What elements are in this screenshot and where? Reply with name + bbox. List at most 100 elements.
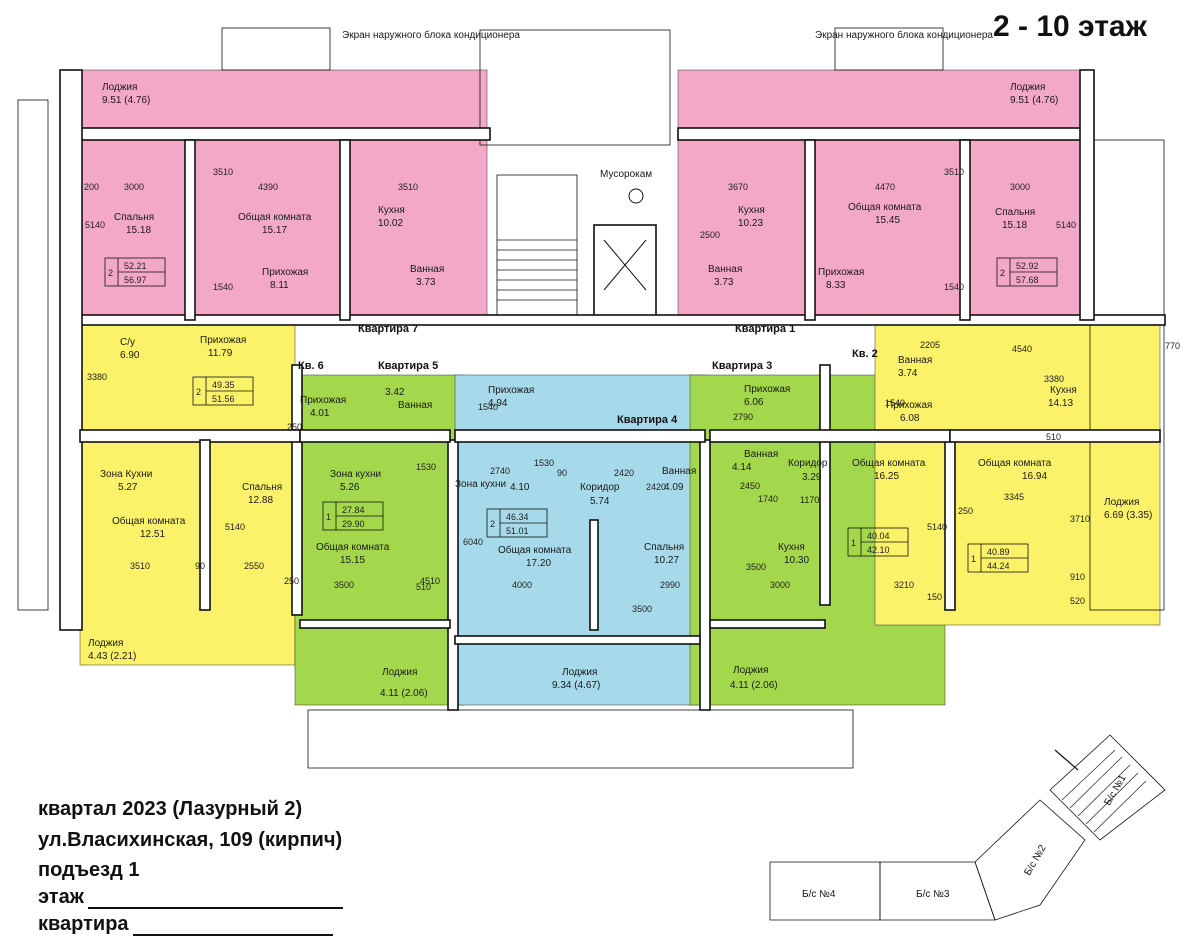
zone-apt2[interactable]: [874, 324, 1161, 626]
room-name: Ванная: [708, 264, 742, 275]
svg-text:3000: 3000: [124, 182, 144, 192]
svg-text:29.90: 29.90: [342, 519, 365, 529]
svg-text:770: 770: [1165, 341, 1180, 351]
room-area: 16.94: [1022, 471, 1047, 482]
room-name: Лоджия: [1104, 497, 1139, 508]
room-area: 10.27: [654, 555, 679, 566]
apartment-label: Квартира 1: [735, 323, 795, 335]
svg-text:51.01: 51.01: [506, 526, 529, 536]
apartment-label: Квартира 3: [712, 360, 772, 372]
room-name: Ванная: [398, 400, 432, 411]
room-name: Прихожая: [300, 395, 346, 406]
zone-apt6[interactable]: [79, 324, 296, 666]
room-area: 11.79: [208, 348, 233, 359]
keyplan-section-2: Б/с №2: [1022, 843, 1048, 878]
svg-text:2790: 2790: [733, 412, 753, 422]
svg-text:2: 2: [108, 268, 113, 278]
apartment-label: Кв. 6: [298, 360, 324, 372]
svg-text:1530: 1530: [534, 458, 554, 468]
svg-text:56.97: 56.97: [124, 275, 147, 285]
room-name: Прихожая: [818, 267, 864, 278]
svg-text:2: 2: [196, 387, 201, 397]
svg-text:44.24: 44.24: [987, 561, 1010, 571]
svg-text:3510: 3510: [398, 182, 418, 192]
room-name: Зона кухни: [455, 479, 506, 490]
room-area: 10.30: [784, 555, 809, 566]
svg-text:2500: 2500: [700, 230, 720, 240]
room-name: Лоджия: [733, 665, 768, 676]
svg-text:5140: 5140: [1056, 220, 1076, 230]
room-area: 15.45: [875, 215, 900, 226]
garbage-chute-label: Мусорокам: [600, 169, 652, 180]
svg-text:2420: 2420: [646, 482, 666, 492]
room-area: 4.11 (2.06): [730, 680, 778, 691]
room-name: Кухня: [378, 205, 405, 216]
room-area: 15.15: [340, 555, 365, 566]
svg-text:3510: 3510: [944, 167, 964, 177]
address-line-2: ул.Власихинская, 109 (кирпич): [38, 829, 343, 851]
room-area: 5.26: [340, 482, 360, 493]
apartment-field[interactable]: квартира: [38, 913, 333, 936]
room-name: Лоджия: [562, 667, 597, 678]
room-name: С/у: [120, 337, 135, 348]
room-name: Спальня: [644, 542, 684, 553]
svg-text:3500: 3500: [334, 580, 354, 590]
room-area: 5.27: [118, 482, 138, 493]
room-area: 4.10: [510, 482, 530, 493]
ac-screen-right-label: Экран наружного блока кондиционера: [815, 29, 993, 41]
room-name: Лоджия: [102, 82, 137, 93]
apartment-zones: [79, 69, 1161, 706]
svg-text:1: 1: [971, 554, 976, 564]
svg-text:2740: 2740: [490, 466, 510, 476]
room-name: Спальня: [995, 207, 1035, 218]
room-name: Кухня: [1050, 385, 1077, 396]
svg-text:3510: 3510: [213, 167, 233, 177]
room-area: 15.17: [262, 225, 287, 236]
apartment-label: Квартира 5: [378, 360, 438, 372]
room-name: Коридор: [580, 482, 620, 493]
room-name: Прихожая: [200, 335, 246, 346]
svg-text:910: 910: [1070, 572, 1085, 582]
apartment-labels: Квартира 7 Квартира 1 Кв. 6 Квартира 5 К…: [104, 257, 1058, 573]
room-area: 3.74: [898, 368, 918, 379]
room-name: Общая комната: [316, 541, 390, 553]
svg-text:52.21: 52.21: [124, 261, 147, 271]
svg-text:520: 520: [1070, 596, 1085, 606]
room-area: 4.43 (2.21): [88, 651, 136, 662]
zone-apt7[interactable]: [81, 69, 488, 321]
zone-apt5[interactable]: [294, 374, 466, 706]
svg-text:3710: 3710: [1070, 514, 1090, 524]
room-name: Прихожая: [262, 267, 308, 278]
svg-text:2550: 2550: [244, 561, 264, 571]
svg-text:42.10: 42.10: [867, 545, 890, 555]
room-area: 5.74: [590, 496, 610, 507]
svg-text:5140: 5140: [85, 220, 105, 230]
svg-text:90: 90: [557, 468, 567, 478]
room-name: Зона Кухни: [100, 469, 152, 480]
svg-text:2: 2: [490, 519, 495, 529]
address-line-1: квартал 2023 (Лазурный 2): [38, 798, 303, 820]
svg-text:2205: 2205: [920, 340, 940, 350]
svg-text:52.92: 52.92: [1016, 261, 1039, 271]
svg-text:3500: 3500: [746, 562, 766, 572]
room-name: Кухня: [778, 542, 805, 553]
room-name: Лоджия: [88, 638, 123, 649]
svg-text:3210: 3210: [894, 580, 914, 590]
apartment-label: Кв. 2: [852, 348, 878, 360]
svg-text:1170: 1170: [800, 495, 819, 505]
svg-text:5140: 5140: [927, 522, 947, 532]
floor-field[interactable]: этаж: [38, 886, 343, 909]
svg-text:510: 510: [416, 582, 431, 592]
room-area: 6.08: [900, 413, 920, 424]
svg-text:27.84: 27.84: [342, 505, 365, 515]
room-area: 3.73: [416, 277, 436, 288]
floor-label: 2 - 10 этаж: [993, 10, 1147, 43]
svg-text:57.68: 57.68: [1016, 275, 1039, 285]
room-area: 4.01: [310, 408, 330, 419]
room-area: 17.20: [526, 558, 551, 569]
svg-text:3380: 3380: [1044, 374, 1064, 384]
